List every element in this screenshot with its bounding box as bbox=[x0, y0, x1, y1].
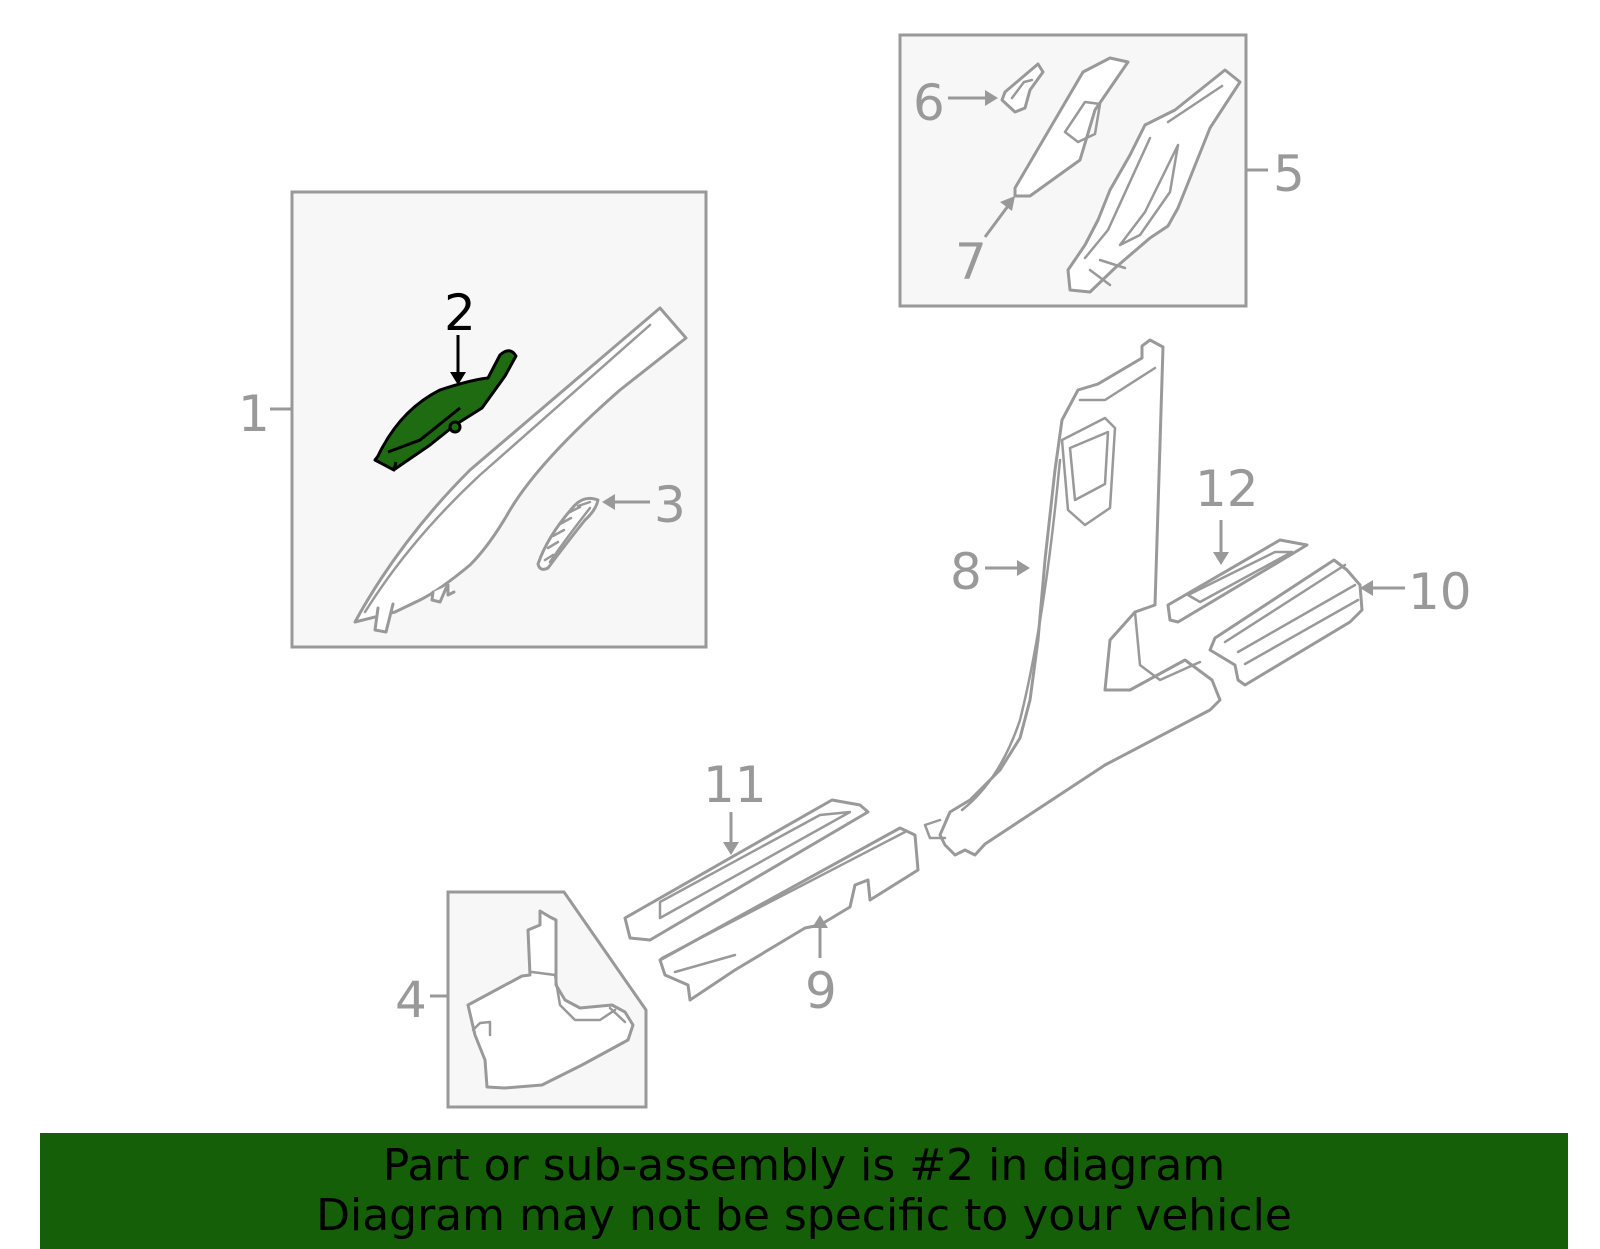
callout-1: 1 bbox=[238, 385, 270, 443]
leader-10 bbox=[1360, 580, 1405, 596]
callout-6: 6 bbox=[913, 74, 945, 132]
part-5-pillar-upper bbox=[1066, 68, 1242, 294]
part-7-trim bbox=[1013, 56, 1130, 198]
group-box-1 bbox=[290, 190, 708, 649]
callout-9: 9 bbox=[805, 962, 837, 1020]
callout-7: 7 bbox=[955, 233, 987, 291]
part-10-rear-sill bbox=[1208, 558, 1364, 687]
callout-3: 3 bbox=[654, 476, 686, 534]
leader-11 bbox=[723, 812, 739, 855]
info-banner: Part or sub-assembly is #2 in diagram Di… bbox=[40, 1133, 1568, 1249]
callout-8: 8 bbox=[950, 543, 982, 601]
leader-8 bbox=[985, 560, 1030, 576]
part-8-b-pillar bbox=[923, 338, 1222, 857]
callout-2: 2 bbox=[444, 284, 476, 342]
callout-5: 5 bbox=[1273, 145, 1305, 203]
part-9-sill bbox=[658, 826, 920, 1002]
part-2-highlighted bbox=[373, 349, 518, 472]
part-11-scuff-plate bbox=[623, 798, 870, 942]
leader-9 bbox=[812, 915, 828, 958]
banner-line-2: Diagram may not be specific to your vehi… bbox=[316, 1190, 1292, 1241]
part-1-pillar-trim bbox=[353, 306, 688, 634]
part-4-kick-panel bbox=[466, 909, 635, 1090]
leader-3 bbox=[602, 494, 650, 510]
callout-4: 4 bbox=[395, 971, 427, 1029]
callout-12: 12 bbox=[1195, 460, 1259, 518]
part-12-scuff-plate bbox=[1166, 538, 1309, 624]
callout-10: 10 bbox=[1408, 563, 1472, 621]
banner-line-1: Part or sub-assembly is #2 in diagram bbox=[382, 1140, 1226, 1191]
leader-7 bbox=[983, 196, 1015, 238]
part-6-clip bbox=[1000, 62, 1045, 114]
leader-12 bbox=[1213, 520, 1229, 565]
callout-11: 11 bbox=[703, 756, 767, 814]
part-3-grille bbox=[536, 496, 600, 571]
leader-2 bbox=[450, 335, 466, 385]
leader-6 bbox=[948, 90, 998, 106]
